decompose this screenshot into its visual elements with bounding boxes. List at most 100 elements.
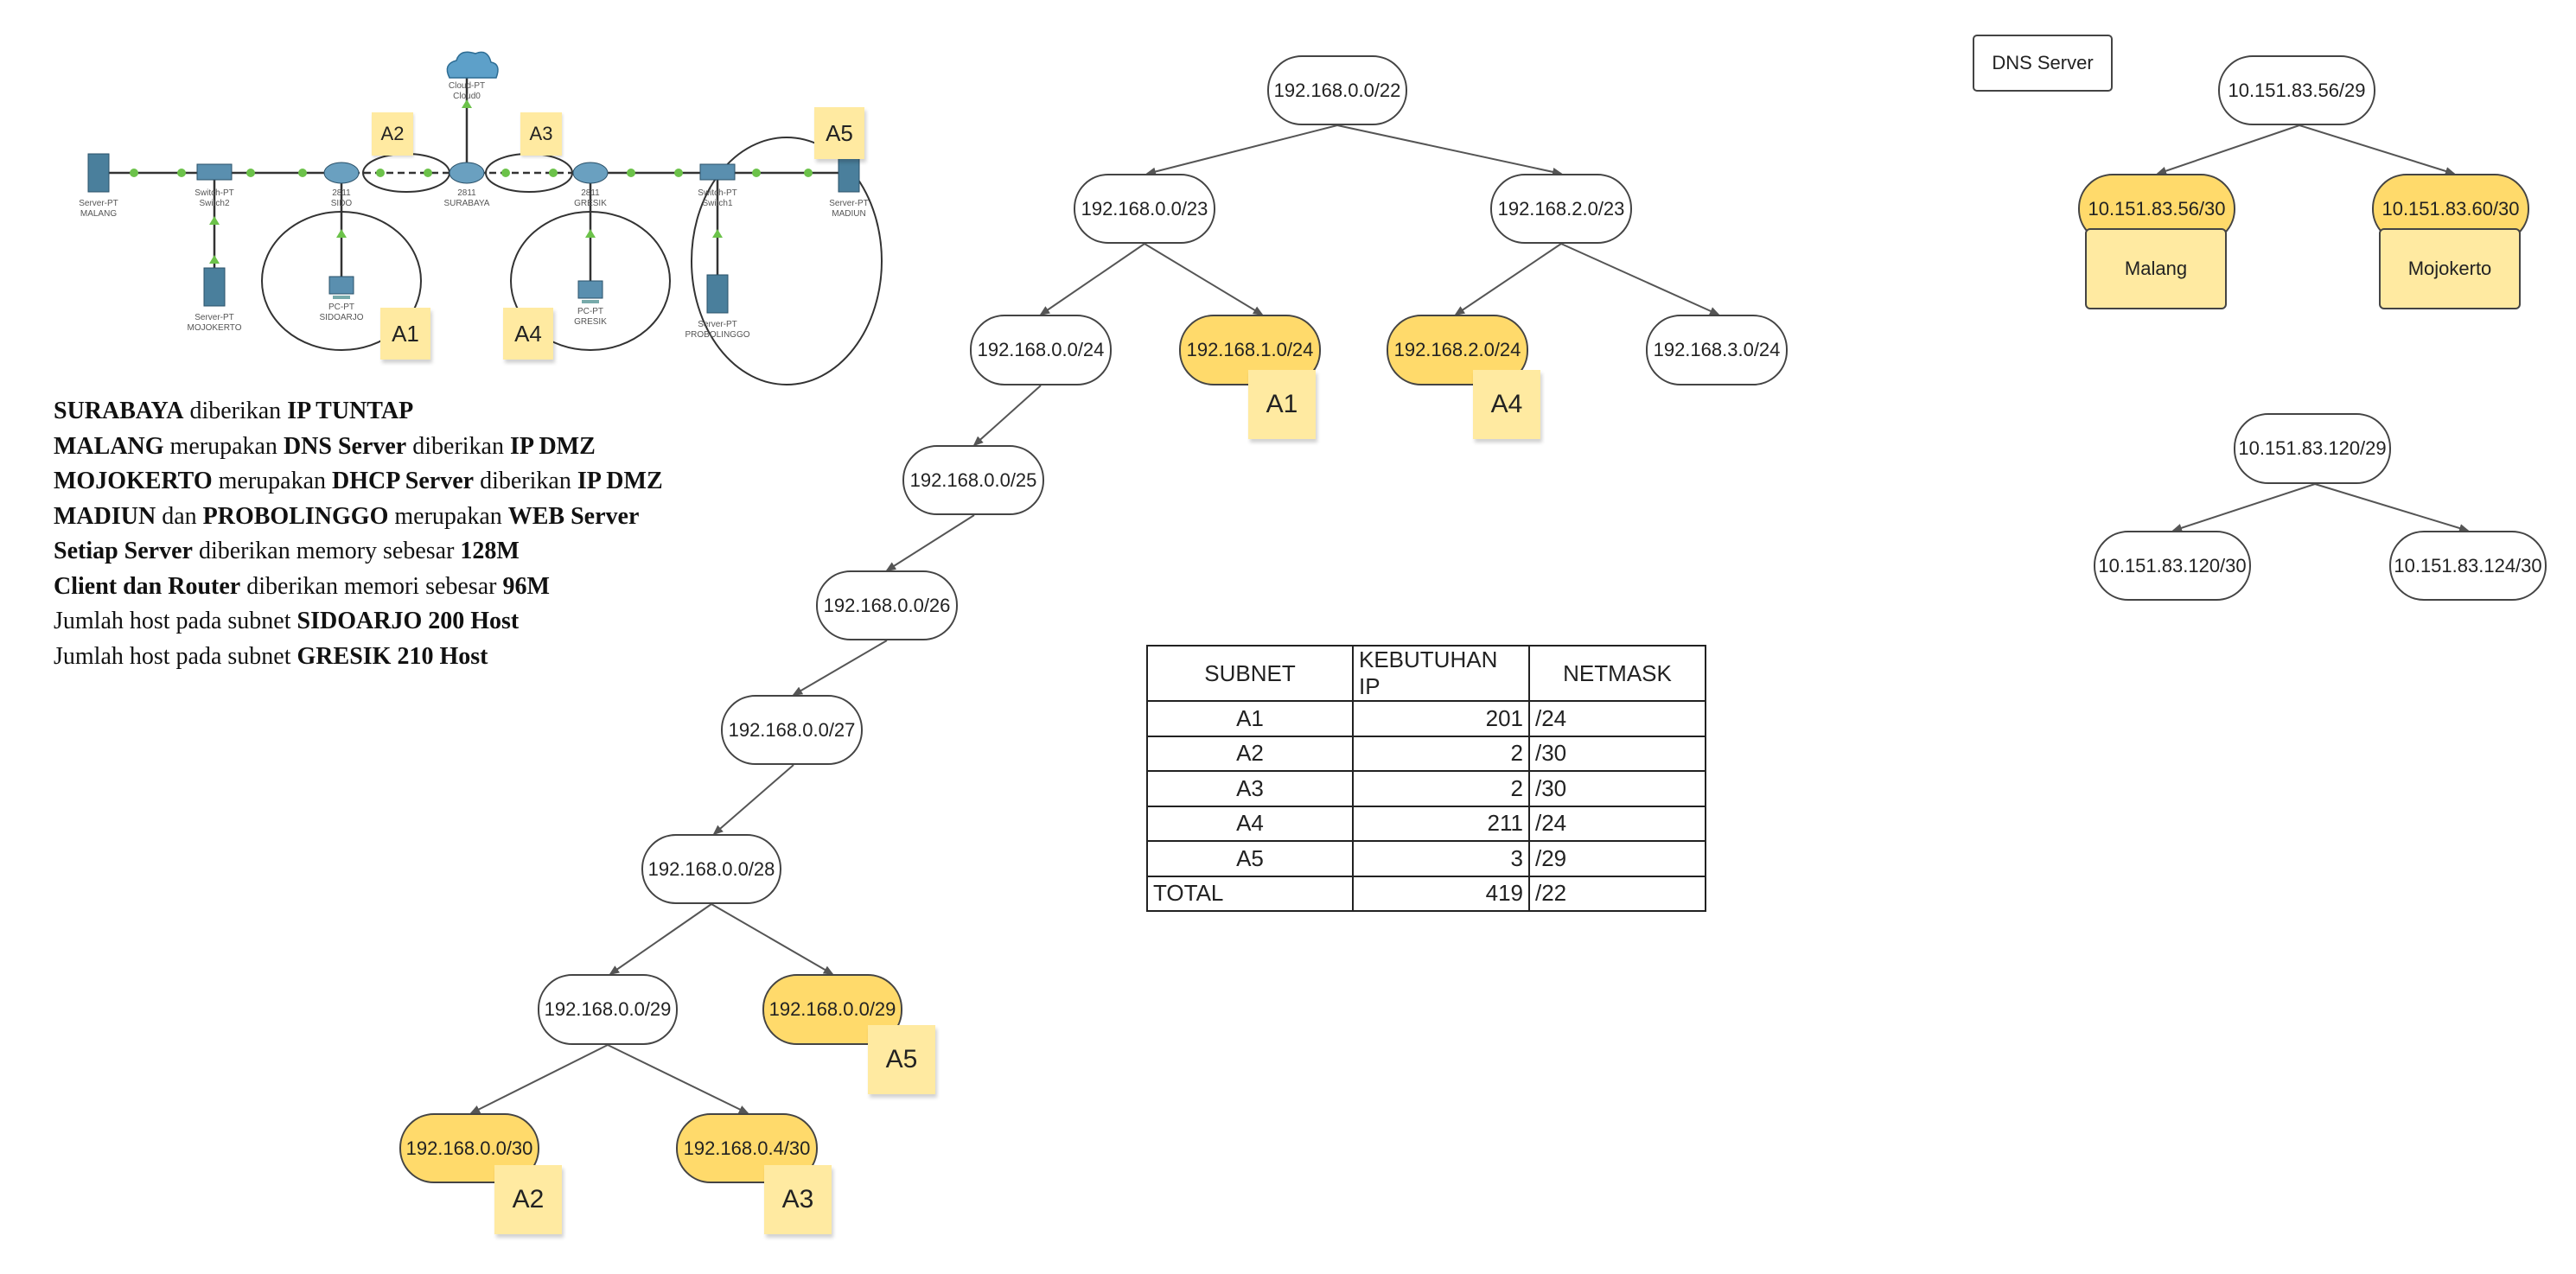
table-cell: /22 (1528, 875, 1706, 912)
right-node-30c: 10.151.83.120/30 (2094, 531, 2251, 601)
a1-area-ellipse (261, 211, 422, 351)
note-bold-text: IP DMZ (509, 432, 596, 460)
tree-node-23b: 192.168.2.0/23 (1490, 174, 1632, 244)
tree-node-24d: 192.168.3.0/24 (1646, 315, 1788, 385)
note-bold-text: WEB Server (507, 502, 640, 530)
svg-text:Switch1: Switch1 (702, 199, 732, 208)
note-text: Jumlah host pada subnet (54, 642, 297, 670)
svg-text:2811: 2811 (581, 188, 600, 198)
network-topology: Cloud-PT Cloud0 Server-PT MALANG Switch-… (79, 51, 883, 385)
svg-text:PC-PT: PC-PT (577, 307, 603, 316)
svg-text:Server-PT: Server-PT (194, 313, 234, 322)
svg-text:MOJOKERTO: MOJOKERTO (188, 323, 242, 333)
topology-sticky-a2: A2 (372, 112, 413, 156)
topology-sticky-a3: A3 (520, 112, 562, 156)
note-text: Jumlah host pada subnet (54, 608, 297, 634)
note-line: Jumlah host pada subnet SIDOARJO 200 Hos… (54, 604, 663, 640)
note-bold-text: DHCP Server (332, 468, 475, 494)
note-text: diberikan memory sebesar (192, 538, 461, 564)
pc-sidoarjo-icon: PC-PT SIDOARJO (319, 276, 364, 322)
tree-node-23a: 192.168.0.0/23 (1074, 174, 1215, 244)
tree-node-27: 192.168.0.0/27 (721, 695, 863, 765)
svg-text:Switch-PT: Switch-PT (698, 188, 737, 198)
note-bold-text: Client dan Router (54, 572, 241, 600)
svg-text:Cloud-PT: Cloud-PT (449, 81, 485, 91)
tree-sticky-a2: A2 (494, 1165, 562, 1234)
svg-text:Server-PT: Server-PT (829, 199, 869, 208)
note-text: merupakan (212, 468, 333, 494)
note-bold-text: MOJOKERTO (54, 468, 213, 494)
pc-gresik-icon: PC-PT GRESIK (574, 280, 607, 327)
server-madiun-icon: Server-PT MADIUN (829, 153, 869, 219)
right-node-29b: 10.151.83.120/29 (2234, 413, 2391, 484)
tree-sticky-a3: A3 (764, 1165, 832, 1234)
malang-card: Malang (2085, 228, 2227, 309)
server-malang-icon: Server-PT MALANG (79, 153, 118, 219)
note-line: MADIUN dan PROBOLINGGO merupakan WEB Ser… (54, 500, 663, 535)
svg-text:Server-PT: Server-PT (698, 320, 737, 329)
table-header-netmask: NETMASK (1528, 645, 1706, 702)
svg-text:SURABAYA: SURABAYA (444, 199, 490, 208)
cloud-icon: Cloud-PT Cloud0 (446, 51, 499, 101)
table-cell: /29 (1528, 840, 1706, 877)
table-header-subnet: SUBNET (1146, 645, 1354, 702)
table-cell: A2 (1146, 735, 1354, 772)
svg-text:PC-PT: PC-PT (328, 303, 354, 312)
tree-node-24a: 192.168.0.0/24 (970, 315, 1112, 385)
router-surabaya-icon: 2811 SURABAYA (444, 162, 490, 208)
note-text: merupakan (388, 502, 508, 530)
note-bold-text: DNS Server (283, 432, 407, 460)
svg-text:PROBOLINGGO: PROBOLINGGO (685, 330, 749, 340)
note-text: diberikan (474, 468, 577, 494)
table-header-row: SUBNET KEBUTUHAN IP NETMASK (1146, 645, 1706, 702)
table-cell: /24 (1528, 700, 1706, 737)
tree-node-28: 192.168.0.0/28 (641, 834, 781, 904)
svg-text:2811: 2811 (332, 188, 351, 198)
tree-sticky-a1: A1 (1248, 370, 1316, 439)
svg-text:SIDO: SIDO (331, 199, 353, 208)
svg-text:SIDOARJO: SIDOARJO (319, 313, 363, 322)
table-cell: A4 (1146, 805, 1354, 842)
table-cell: A1 (1146, 700, 1354, 737)
note-line: MOJOKERTO merupakan DHCP Server diberika… (54, 464, 663, 500)
svg-text:Switch-PT: Switch-PT (194, 188, 234, 198)
table-cell: /30 (1528, 770, 1706, 807)
router-sidoarjo-icon: 2811 SIDO (323, 162, 360, 208)
table-cell: /30 (1528, 735, 1706, 772)
tree-node-30a: 192.168.0.0/30 (399, 1113, 539, 1183)
note-text: diberikan (406, 432, 510, 460)
tree-sticky-a4: A4 (1473, 370, 1540, 439)
note-bold-text: IP DMZ (577, 468, 663, 494)
table-cell: 3 (1352, 840, 1530, 877)
topology-sticky-a4: A4 (503, 308, 553, 360)
server-mojokerto-icon: Server-PT MOJOKERTO (188, 267, 242, 333)
a5-area-ellipse (691, 137, 883, 385)
table-cell: 2 (1352, 770, 1530, 807)
right-node-29: 10.151.83.56/29 (2218, 55, 2375, 125)
table-cell: A3 (1146, 770, 1354, 807)
link-lights (130, 99, 813, 264)
a4-area-ellipse (510, 211, 671, 351)
svg-text:Cloud0: Cloud0 (453, 92, 481, 101)
note-bold-text: Setiap Server (54, 538, 193, 564)
table-cell: /24 (1528, 805, 1706, 842)
svg-text:Server-PT: Server-PT (79, 199, 118, 208)
note-line: Jumlah host pada subnet GRESIK 210 Host (54, 640, 663, 675)
note-line: SURABAYA diberikan IP TUNTAP (54, 394, 663, 430)
right-node-30d: 10.151.83.124/30 (2389, 531, 2547, 601)
note-bold-text: PROBOLINGGO (202, 502, 389, 530)
tree-node-22: 192.168.0.0/22 (1267, 55, 1407, 125)
tree-node-25: 192.168.0.0/25 (902, 445, 1044, 515)
tree-node-29a: 192.168.0.0/29 (538, 974, 678, 1045)
tree-sticky-a5: A5 (868, 1025, 935, 1094)
topology-sticky-a1: A1 (380, 308, 430, 360)
svg-text:MALANG: MALANG (80, 209, 117, 219)
svg-text:GRESIK: GRESIK (574, 317, 607, 327)
topology-sticky-a5: A5 (814, 107, 864, 159)
